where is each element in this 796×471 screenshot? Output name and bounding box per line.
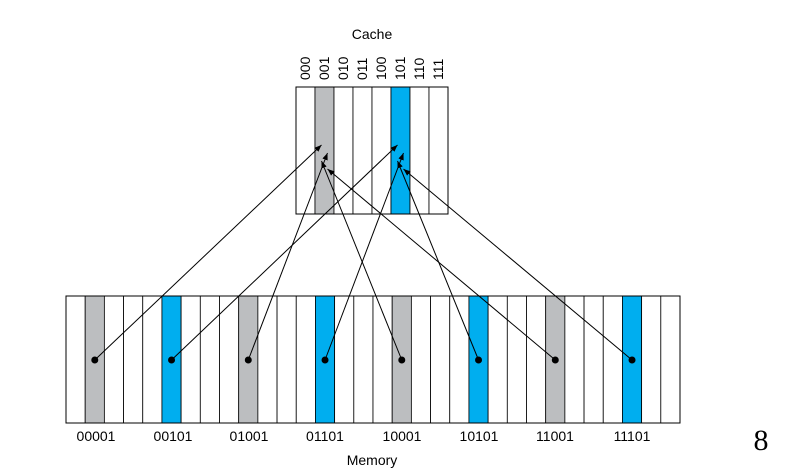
mapping-arrow-00101 bbox=[171, 144, 398, 361]
memory-cell bbox=[583, 295, 604, 424]
memory-cell bbox=[257, 295, 278, 424]
memory-cell bbox=[641, 295, 662, 424]
cache-index-label: 010 bbox=[335, 56, 351, 80]
memory-address-label: 10001 bbox=[383, 428, 422, 444]
cache-index-labels: 000 001 010 011 100 101 110 111 bbox=[297, 56, 446, 80]
memory-cell bbox=[219, 295, 240, 424]
memory-cell bbox=[506, 295, 527, 424]
cache-index-label: 001 bbox=[316, 56, 332, 80]
mapping-arrow-00001 bbox=[94, 144, 322, 361]
memory-address-label: 01001 bbox=[230, 428, 269, 444]
cache-index-label: 000 bbox=[297, 56, 313, 80]
mapping-arrow-10101 bbox=[397, 160, 479, 361]
memory-address-label: 11001 bbox=[536, 428, 574, 444]
memory-address-label: 00101 bbox=[154, 428, 193, 444]
cache-slot-110 bbox=[409, 86, 430, 215]
mapping-dot-11101 bbox=[628, 356, 636, 364]
memory-title: Memory bbox=[347, 452, 398, 468]
cache-index-label: 111 bbox=[430, 59, 446, 80]
memory-cell bbox=[353, 295, 374, 424]
memory-address-label: 01101 bbox=[306, 428, 344, 444]
memory-cell bbox=[123, 295, 144, 424]
memory-cell bbox=[430, 295, 451, 424]
cache-slot-001 bbox=[314, 86, 335, 215]
mapping-arrow-11001 bbox=[327, 168, 556, 361]
cache-index-label: 011 bbox=[354, 57, 370, 80]
mapping-dot-01001 bbox=[244, 356, 252, 364]
memory-cell bbox=[564, 295, 585, 424]
mapping-dot-11001 bbox=[551, 356, 559, 364]
memory-cell bbox=[526, 295, 547, 424]
memory-cell bbox=[372, 295, 393, 424]
mapping-dot-00101 bbox=[168, 356, 176, 364]
cache-slot-101 bbox=[390, 86, 411, 215]
mapping-dot-10101 bbox=[475, 356, 483, 364]
mapping-arrow-10001 bbox=[321, 160, 403, 361]
memory-cell bbox=[199, 295, 220, 424]
memory-address-label: 00001 bbox=[77, 428, 116, 444]
mapping-dot-01101 bbox=[321, 356, 329, 364]
memory-address-label: 10101 bbox=[460, 428, 499, 444]
mapping-arrow-11101 bbox=[403, 168, 633, 361]
cache-slot-000 bbox=[295, 86, 316, 215]
memory-cell bbox=[65, 295, 86, 424]
cache-index-label: 100 bbox=[373, 56, 389, 80]
memory-cell bbox=[602, 295, 623, 424]
cache-slot-111 bbox=[428, 86, 449, 215]
memory-cell bbox=[449, 295, 470, 424]
cache-index-label: 110 bbox=[411, 57, 427, 80]
memory-cell bbox=[142, 295, 163, 424]
cache-block bbox=[295, 86, 449, 215]
memory-address-label: 11101 bbox=[614, 428, 651, 444]
memory-cell bbox=[276, 295, 297, 424]
memory-border bbox=[65, 295, 681, 424]
mapping-arrow-01001 bbox=[247, 152, 328, 361]
memory-address-labels: 00001 00101 01001 01101 10001 10101 1100… bbox=[77, 428, 651, 444]
cache-slot-100 bbox=[371, 86, 392, 215]
mapping-dot-00001 bbox=[91, 356, 99, 364]
memory-cell bbox=[180, 295, 201, 424]
memory-cell bbox=[334, 295, 355, 424]
mapping-arrow-01101 bbox=[324, 152, 404, 361]
mapping-arrows bbox=[91, 144, 636, 364]
mapping-dot-10001 bbox=[398, 356, 406, 364]
cache-slot-011 bbox=[352, 86, 373, 215]
cache-title: Cache bbox=[352, 26, 393, 42]
page-number: 8 bbox=[754, 424, 769, 457]
memory-cell bbox=[295, 295, 316, 424]
memory-block bbox=[65, 295, 681, 424]
memory-cell bbox=[660, 295, 681, 424]
cache-index-label: 101 bbox=[392, 56, 408, 80]
cache-border bbox=[295, 86, 449, 215]
cache-slot-010 bbox=[333, 86, 354, 215]
memory-cell bbox=[103, 295, 124, 424]
memory-cell bbox=[410, 295, 431, 424]
memory-cell bbox=[487, 295, 508, 424]
